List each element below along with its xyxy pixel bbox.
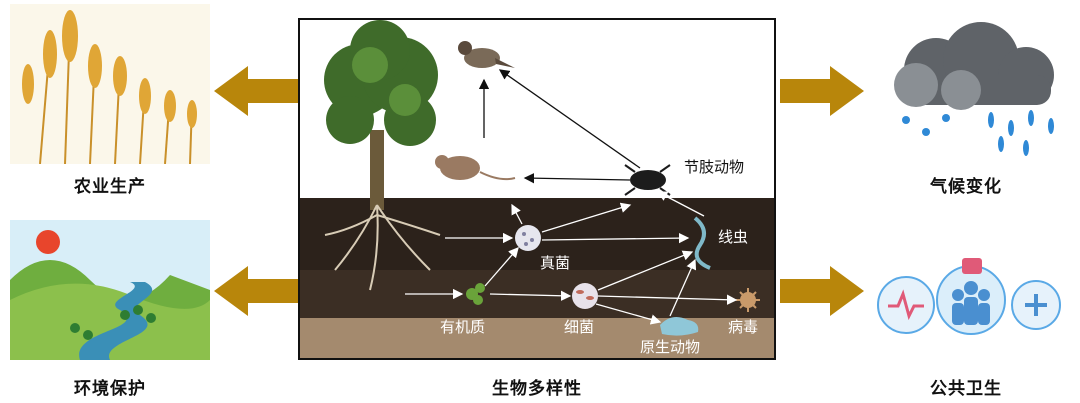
arrow-beetle-bird [498,69,641,169]
arrow-organic-fungi [484,247,519,287]
nematode-icon [693,216,711,270]
label-arthropod: 节肢动物 [684,158,745,176]
public-health-caption: 公共卫生 [930,379,1002,399]
beetle-icon [624,164,671,196]
arrow-beetle-mouse [523,172,631,184]
medical-cross-icon [1025,294,1047,316]
agriculture-caption: 农业生产 [74,177,146,197]
bird-icon [458,41,515,68]
heartbeat-icon [888,289,924,321]
food-web-canvas [300,20,774,358]
bacteria-icon [572,283,598,309]
biodiversity-caption: 生物多样性 [492,379,582,399]
environment-caption: 环境保护 [74,379,146,399]
fungi-icon [515,225,541,251]
arrow-nematode-beetle [656,191,705,217]
organic-matter-icon [466,283,485,305]
climate-panel [866,20,1066,160]
label-protozoa: 原生动物 [640,338,701,356]
label-bacteria: 细菌 [564,318,595,336]
mouse-icon [435,155,516,181]
public-health-panel [866,250,1066,360]
arrow-protozoa-nematode [669,258,697,317]
arrow-bacteria-nematode [597,250,694,291]
tree-icon [324,20,441,291]
climate-caption: 气候变化 [930,177,1002,197]
agriculture-panel [10,4,210,164]
label-virus: 病毒 [728,318,759,336]
label-organic-matter: 有机质 [440,318,486,336]
label-nematode: 线虫 [718,228,749,246]
arrow-fungi-nematode [541,232,690,244]
arrow-to-climate [780,66,864,116]
arrow-fungi-up [511,203,523,225]
storm-cloud-image [894,22,1054,156]
arrow-organic-bacteria [489,290,572,301]
landscape-image [10,220,210,360]
environment-panel [10,220,210,360]
soil-layer-light [300,318,774,358]
sun-icon [36,230,60,254]
virus-icon [736,288,760,312]
protozoa-icon [660,316,699,336]
arrow-bacteria-virus [597,294,738,305]
arrow-to-public-health [780,266,864,316]
wheat-image [10,4,210,164]
arrow-to-agriculture [214,66,298,116]
arrow-fungi-beetle [541,202,632,233]
arrow-bacteria-protozoa [595,303,662,325]
label-fungi: 真菌 [540,254,571,272]
soil-food-web-diagram: 节肢动物 真菌 线虫 有机质 细菌 病毒 原生动物 [298,18,776,360]
public-health-image [877,258,1061,335]
arrow-to-environment [214,266,298,316]
